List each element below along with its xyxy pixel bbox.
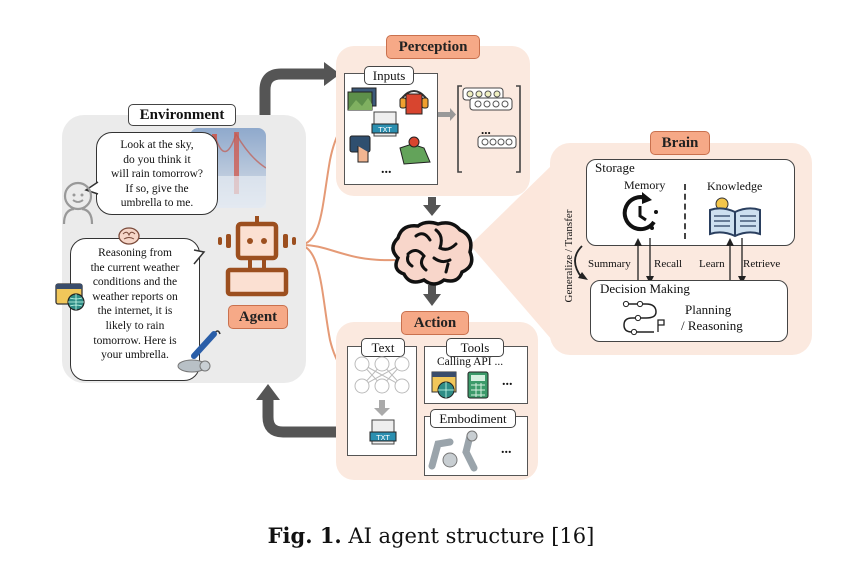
embedding-vector xyxy=(462,87,504,101)
recall-label: Recall xyxy=(654,258,683,270)
speech-line: the current weather xyxy=(90,261,180,274)
svg-text:TXT: TXT xyxy=(375,434,390,442)
decision-making-box xyxy=(590,280,788,342)
central-brain-icon xyxy=(391,220,474,286)
user-icon xyxy=(62,181,94,225)
env-to-perception-arrow xyxy=(259,68,326,118)
perception-to-brain-arrow xyxy=(423,205,441,216)
planning-label: Planning xyxy=(685,302,732,317)
generalize-transfer-label: Generalize / Transfer xyxy=(563,209,575,303)
speech-line: conditions and the xyxy=(92,276,178,289)
robot-arm-icon xyxy=(428,438,458,470)
audio-headphones-icon xyxy=(399,90,429,115)
caption-prefix: Fig. 1. xyxy=(267,523,342,548)
speech-line: weather reports on xyxy=(92,290,178,303)
storage-divider xyxy=(684,184,686,239)
embedding-vector xyxy=(469,97,513,111)
caption-text: AI agent structure [16] xyxy=(341,524,595,548)
generalize-arrow xyxy=(574,245,583,279)
planning-path-icon xyxy=(622,300,665,336)
tools-label: Tools xyxy=(446,338,504,357)
summary-label: Summary xyxy=(588,258,631,270)
knowledge-book-icon xyxy=(709,197,761,238)
memory-clock-icon xyxy=(622,192,658,232)
tools-ellipsis: ... xyxy=(502,374,513,389)
umbrella-robot-arm-icon xyxy=(177,330,221,373)
svg-text:TXT: TXT xyxy=(377,126,392,134)
robot-arm-leg-icons xyxy=(428,430,478,472)
storage-decision-arrows xyxy=(574,238,746,284)
browser-globe-icon xyxy=(55,283,85,311)
embodiment-ellipsis: ... xyxy=(501,442,512,457)
memory-label: Memory xyxy=(624,178,666,192)
text-label: Text xyxy=(361,338,405,357)
browser-globe-icon xyxy=(431,371,457,399)
action-label: Action xyxy=(401,311,469,335)
speech-line: likely to rain xyxy=(105,319,165,332)
speech-line: will rain tomorrow? xyxy=(111,168,203,181)
brain-cone xyxy=(470,165,552,340)
perception-label: Perception xyxy=(386,35,480,59)
robot-leg-icon xyxy=(462,430,478,472)
speech-line: do you think it xyxy=(123,153,191,166)
embedding-vector xyxy=(477,135,517,149)
speech-line: your umbrella. xyxy=(101,349,169,362)
speech-line: the internet, it is xyxy=(97,305,173,318)
small-brain-icon xyxy=(118,227,140,245)
brain-to-action-arrow xyxy=(423,294,441,306)
agent-to-brain-line xyxy=(299,243,396,262)
calculator-icon xyxy=(467,371,489,399)
decision-making-label: Decision Making xyxy=(600,281,690,296)
input-modality-icons: TXT xyxy=(347,87,431,165)
retrieve-label: Retrieve xyxy=(743,258,781,270)
speech-line: tomorrow. Here is xyxy=(93,334,177,347)
speech-line: Reasoning from xyxy=(98,247,172,259)
map-location-icon xyxy=(399,136,431,165)
speech-line: If so, give the xyxy=(125,182,189,195)
knowledge-label: Knowledge xyxy=(707,179,763,193)
left-bracket xyxy=(457,85,462,173)
environment-label: Environment xyxy=(128,104,236,126)
user-speech-bubble: Look at the sky, do you think it will ra… xyxy=(96,132,218,215)
neural-network-to-text-icon: TXT xyxy=(354,356,410,445)
embodiment-label: Embodiment xyxy=(430,409,516,428)
storage-label: Storage xyxy=(595,160,635,175)
inputs-label: Inputs xyxy=(364,66,414,85)
image-gallery-icon xyxy=(347,87,377,111)
speech-line: umbrella to me. xyxy=(120,197,194,210)
brain-label: Brain xyxy=(650,131,710,155)
agent-speech-bubble: Reasoning from the current weather condi… xyxy=(70,238,200,381)
embedding-ellipsis: ... xyxy=(481,122,491,137)
tool-icons xyxy=(431,371,489,399)
agent-robot-icon xyxy=(218,216,296,297)
txt-file-icon: TXT xyxy=(369,419,397,445)
embedding-vectors xyxy=(438,85,521,173)
agent-label: Agent xyxy=(228,305,288,329)
inputs-ellipsis: ... xyxy=(381,162,392,177)
speech-line: Look at the sky, xyxy=(120,139,194,151)
right-bracket xyxy=(516,85,521,173)
learn-label: Learn xyxy=(699,258,725,270)
calling-api-caption: Calling API ... xyxy=(437,356,504,368)
reasoning-label: / Reasoning xyxy=(681,318,743,333)
touch-click-icon xyxy=(349,135,371,163)
action-to-env-arrow xyxy=(262,398,336,438)
txt-file-icon: TXT xyxy=(371,111,399,137)
bubble-tail xyxy=(193,249,206,265)
figure-caption: Fig. 1. AI agent structure [16] xyxy=(0,523,862,548)
